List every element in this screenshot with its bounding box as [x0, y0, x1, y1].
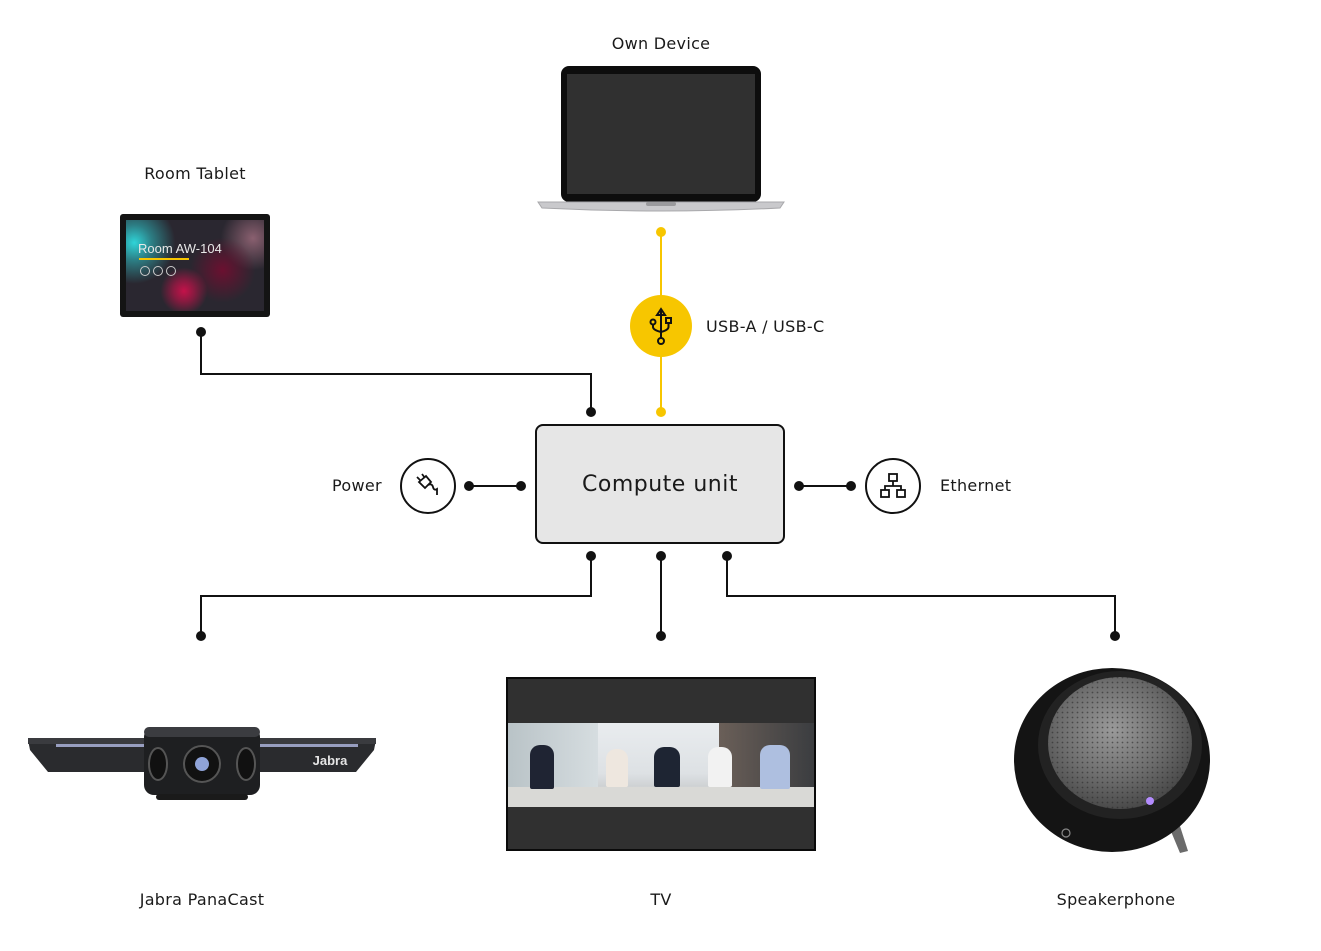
panacast-label: Jabra PanaCast [139, 890, 265, 909]
compute-unit-box[interactable]: Compute unit [535, 424, 785, 544]
connector-dot [586, 551, 596, 561]
tablet-controls [140, 266, 176, 276]
tv-video-feed [508, 723, 814, 807]
wire-panacast [200, 556, 592, 636]
video-button-icon[interactable] [153, 266, 163, 276]
tablet-underline [139, 258, 189, 260]
power-label: Power [332, 476, 382, 495]
connector-dot-usb [656, 227, 666, 237]
room-tablet-label: Room Tablet [144, 164, 246, 183]
wire-tablet [200, 332, 592, 412]
connector-dot [516, 481, 526, 491]
tablet-icon[interactable]: Room AW-104 [120, 214, 270, 317]
connector-dot [196, 327, 206, 337]
connector-dot [586, 407, 596, 417]
person [606, 749, 628, 787]
own-device-label: Own Device [611, 34, 711, 53]
camera-icon[interactable]: Jabra [26, 724, 378, 804]
tablet-screen: Room AW-104 [126, 220, 264, 311]
connector-dot-usb [656, 407, 666, 417]
connector-dot [464, 481, 474, 491]
panacast-brand: Jabra [313, 753, 348, 768]
tv-label: TV [650, 890, 672, 909]
connector-dot [1110, 631, 1120, 641]
connector-dot [846, 481, 856, 491]
tablet-room-name: Room AW-104 [138, 241, 222, 256]
power-plug-icon [400, 458, 456, 514]
person [530, 745, 554, 789]
connector-dot [656, 551, 666, 561]
speakerphone-icon[interactable] [1010, 655, 1220, 860]
usb-label: USB-A / USB-C [706, 317, 825, 336]
connector-dot [794, 481, 804, 491]
speakerphone-label: Speakerphone [1056, 890, 1176, 909]
usb-icon [630, 295, 692, 357]
connector-dot [722, 551, 732, 561]
laptop-icon[interactable] [536, 64, 786, 214]
mic-button-icon[interactable] [140, 266, 150, 276]
share-button-icon[interactable] [166, 266, 176, 276]
network-icon [865, 458, 921, 514]
tv-icon[interactable] [506, 677, 816, 851]
wire-speakerphone [726, 556, 1116, 636]
connector-dot [656, 631, 666, 641]
compute-unit-label: Compute unit [582, 471, 738, 497]
person [760, 745, 790, 789]
connector-dot [196, 631, 206, 641]
person [654, 747, 680, 787]
person [708, 747, 732, 787]
ethernet-label: Ethernet [940, 476, 1012, 495]
